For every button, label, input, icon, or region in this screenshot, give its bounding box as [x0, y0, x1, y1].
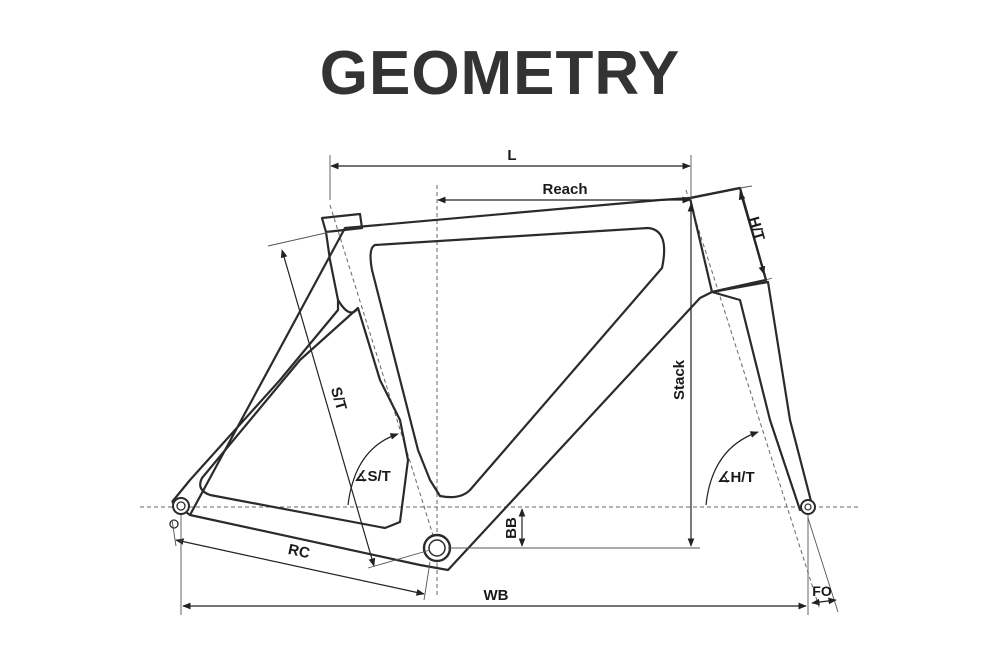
derailleur-hanger — [169, 519, 179, 529]
dim-rc: RC — [171, 519, 431, 601]
label-reach: Reach — [542, 181, 587, 198]
bottom-bracket — [422, 533, 452, 563]
dim-head-angle: ∡H/T — [705, 431, 759, 506]
seat-stay-join — [337, 299, 359, 314]
label-head-angle: ∡H/T — [717, 469, 755, 486]
dim-fo: FO — [807, 517, 839, 613]
bike-frame — [169, 186, 816, 572]
dim-bb-drop: BB — [503, 508, 526, 547]
dim-reach: Reach — [437, 181, 691, 204]
label-L: L — [507, 147, 516, 164]
label-seat-angle: ∡S/T — [354, 468, 391, 485]
page-title: GEOMETRY — [319, 39, 681, 108]
label-head-tube: H/T — [745, 215, 768, 243]
label-wb: WB — [484, 587, 509, 604]
front-triangle-cutout — [369, 226, 666, 499]
dim-stack: Stack — [448, 203, 700, 549]
head-tube-axis — [685, 189, 821, 611]
dim-wb: WB — [180, 515, 809, 615]
dim-L: L — [329, 147, 692, 200]
label-fo: FO — [812, 583, 832, 599]
rear-dropout — [172, 497, 190, 515]
rear-triangle-cutout — [199, 306, 410, 530]
dim-seat-angle: ∡S/T — [347, 433, 399, 506]
label-seat-tube: S/T — [327, 385, 350, 412]
label-bb: BB — [503, 517, 520, 539]
front-axle — [800, 499, 816, 515]
label-rc: RC — [287, 541, 312, 562]
reference-lines — [140, 185, 860, 611]
seat-tube-axis — [329, 204, 438, 549]
dim-seat-tube: S/T — [267, 231, 431, 569]
label-stack: Stack — [671, 359, 688, 400]
seat-clamp — [320, 212, 364, 234]
dim-head-tube: H/T — [738, 185, 773, 281]
